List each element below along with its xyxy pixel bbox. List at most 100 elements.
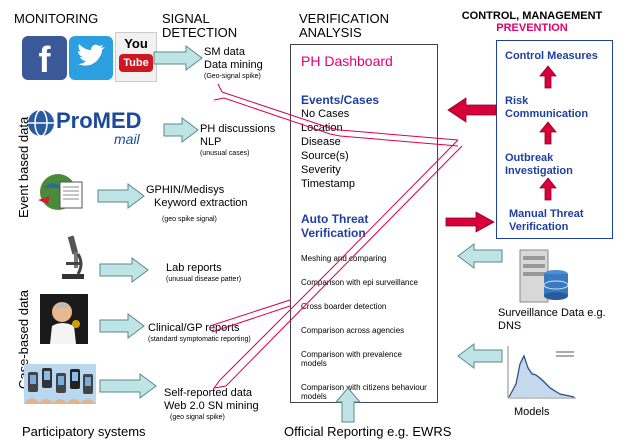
header-control-line1: CONTROL, MANAGEMENT (461, 10, 603, 22)
phones-image (24, 364, 96, 404)
auto-item: Comparison with prevalence models (301, 350, 402, 368)
events-header: Events/Cases (301, 93, 380, 107)
source-self-line2: Web 2.0 SN mining (164, 400, 259, 412)
event-item: Source(s) (301, 150, 349, 162)
globe-newspaper-icon (38, 174, 83, 210)
source-gphin-note: (geo spike signal) (162, 216, 217, 223)
arrow-up-3 (539, 177, 557, 201)
control-measures: Control Measures (505, 50, 598, 62)
microscope-icon (62, 235, 84, 279)
social-logos: f You Tube (22, 32, 157, 82)
facebook-logo: f (22, 36, 67, 80)
arrow-up-1 (539, 65, 557, 89)
feedback-arrow-self-head (212, 379, 227, 389)
event-item: Severity (301, 164, 341, 176)
youtube-top: You (124, 36, 148, 51)
event-item: Timestamp (301, 178, 355, 190)
manual-threat-verification: Manual Threat Verification (509, 208, 584, 233)
control-box: Control Measures Risk Communication Outb… (496, 40, 613, 239)
models-curve-icon (507, 346, 576, 399)
auto-item: Comparison with epi surveillance (301, 278, 418, 287)
event-item: No Cases (301, 108, 350, 120)
arrow-self (99, 373, 157, 399)
source-ph-discussions: PH discussions NLP (unusual cases) (200, 123, 275, 158)
source-gphin-line1: GPHIN/Medisys (146, 184, 225, 196)
microscope-image (58, 234, 88, 280)
source-self-reported: Self-reported data Web 2.0 SN mining (ge… (164, 387, 259, 422)
source-ph-line1: PH discussions (200, 123, 276, 135)
arrow-lab (99, 257, 149, 283)
header-control-line2: PREVENTION (496, 22, 568, 34)
outbreak-investigation: Outbreak Investigation (505, 152, 573, 177)
arrow-official (334, 387, 362, 423)
source-lab-note: (unusual disease patter) (166, 276, 242, 283)
source-sm-note: (Geo-signal spike) (204, 73, 261, 80)
feedback-arrow-sm (221, 91, 459, 147)
auto-item: Meshing and comparing (301, 254, 387, 263)
gphin-image (36, 170, 86, 214)
source-ph-line2: NLP (200, 136, 222, 148)
block-arrows (97, 45, 503, 423)
events-list: No Cases Location Disease Source(s) Seve… (301, 107, 427, 191)
ph-dashboard-box: PH Dashboard Events/Cases No Cases Locat… (290, 44, 438, 403)
header-signal-line1: SIGNAL (162, 11, 210, 26)
server-image (510, 248, 570, 306)
source-gphin: GPHIN/Medisys Keyword extraction (geo sp… (146, 184, 248, 224)
feedback-arrows (209, 83, 463, 389)
event-item: Disease (301, 136, 341, 148)
auto-item: Cross boarder detection (301, 302, 387, 311)
footer-participatory: Participatory systems (22, 424, 146, 439)
models-label: Models (514, 406, 550, 418)
twitter-bird-icon (78, 44, 105, 66)
arrow-models (457, 343, 503, 369)
risk-communication: Risk Communication (505, 95, 589, 120)
arrow-clinical (99, 313, 145, 339)
auto-item: Comparison across agencies (301, 326, 405, 335)
doctor-image (40, 294, 88, 344)
promed-logo: ProMED mail (26, 104, 166, 148)
twitter-logo (69, 36, 113, 80)
models-image (506, 342, 578, 400)
promed-mail-text: mail (114, 131, 140, 147)
feedback-arrow-self (219, 139, 463, 387)
promed-text: ProMED (56, 108, 142, 133)
event-item: Location (301, 122, 343, 134)
doctor-icon (50, 302, 80, 344)
feedback-arrow-clinical (209, 299, 291, 333)
header-signal-line2: DETECTION (162, 25, 238, 40)
source-clinical: Clinical/GP reports (standard symptomati… (148, 322, 251, 344)
header-verification-line2: ANALYSIS (299, 25, 362, 40)
globe-icon (28, 109, 54, 137)
source-clinical-note: (standard symptomatic reporting) (148, 336, 251, 343)
source-ph-note: (unusual cases) (200, 150, 250, 157)
auto-item: Comparison with citizens behaviour model… (301, 383, 427, 401)
auto-threat-header: Auto Threat Verification (301, 212, 369, 240)
source-sm-line2: Data mining (204, 59, 263, 71)
source-self-line1: Self-reported data (164, 387, 253, 399)
youtube-logo: You Tube (115, 32, 157, 82)
red-arrows (445, 65, 557, 233)
arrow-surveillance (457, 243, 503, 269)
server-icon (519, 249, 569, 303)
header-control: CONTROL, MANAGEMENT PREVENTION (441, 10, 623, 34)
source-clinical-line1: Clinical/GP reports (148, 322, 240, 334)
arrow-to-events (447, 97, 497, 123)
footer-official: Official Reporting e.g. EWRS (284, 424, 452, 439)
youtube-tube: Tube (119, 54, 153, 72)
phones-icon (24, 368, 96, 404)
source-sm-line1: SM data (204, 46, 245, 58)
surveillance-label: Surveillance Data e.g. DNS (498, 307, 606, 332)
feedback-arrow-sm-head (213, 83, 225, 101)
source-lab-line1: Lab reports (166, 262, 222, 274)
arrow-up-2 (539, 121, 557, 145)
header-signal-detection: SIGNAL DETECTION (162, 12, 237, 40)
source-gphin-line2: Keyword extraction (154, 197, 248, 209)
header-verification: VERIFICATION ANALYSIS (299, 12, 389, 40)
dashboard-title: PH Dashboard (301, 53, 393, 69)
source-lab: Lab reports (unusual disease patter) (166, 262, 241, 284)
header-monitoring: MONITORING (14, 11, 99, 26)
arrow-gphin (97, 183, 145, 209)
arrow-ph (163, 117, 199, 143)
source-self-note: (geo signal spike) (170, 414, 225, 421)
